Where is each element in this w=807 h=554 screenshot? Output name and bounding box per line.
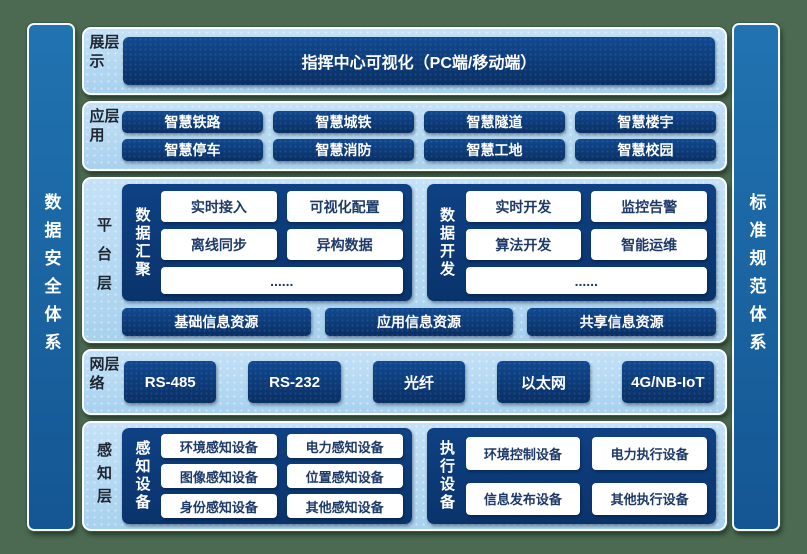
display-layer-content: 指挥中心可视化（PC端/移动端）: [122, 34, 716, 88]
agg-button-offline-sync: 离线同步: [161, 229, 277, 260]
sense-button-environment: 环境感知设备: [161, 434, 277, 458]
exec-button-info-publishing: 信息发布设备: [465, 482, 581, 515]
data-aggregation-title: 数据汇聚: [133, 206, 151, 279]
resource-button-shared-info: 共享信息资源: [527, 308, 716, 336]
sensing-devices-box: 感知设备 环境感知设备 电力感知设备 图像感知设备 位置感知设备 身份感知设备 …: [122, 428, 412, 524]
network-layer-content: RS-485 RS-232 光纤 以太网 4G/NB-IoT: [122, 356, 716, 408]
dev-button-monitor-alert: 监控告警: [591, 191, 707, 222]
network-button-4g-nb-iot: 4G/NB-IoT: [621, 361, 715, 403]
exec-button-other-execution: 其他执行设备: [592, 482, 707, 515]
network-button-rs485: RS-485: [124, 361, 217, 403]
agg-button-heterogeneous-data: 异构数据: [286, 229, 403, 260]
platform-layer-label: 平台层: [95, 216, 112, 304]
network-button-fiber: 光纤: [372, 361, 466, 403]
dev-button-intelligent-ops: 智能运维: [591, 229, 707, 260]
app-button-smart-tunnel: 智慧隧道: [424, 111, 565, 133]
application-layer-content: 智慧铁路 智慧城铁 智慧隧道 智慧楼宇 智慧停车 智慧消防 智慧工地 智慧校园: [122, 108, 716, 164]
data-development-title: 数据开发: [438, 206, 455, 279]
network-button-ethernet: 以太网: [497, 361, 590, 403]
app-button-smart-firefighting: 智慧消防: [273, 139, 414, 161]
application-layer-panel: 应用层 智慧铁路 智慧城铁 智慧隧道 智慧楼宇 智慧停车 智慧消防 智慧工地 智…: [82, 101, 727, 171]
app-button-smart-building: 智慧楼宇: [575, 111, 716, 133]
agg-button-more: ......: [161, 267, 403, 294]
execution-devices-title: 执行设备: [438, 440, 455, 512]
sense-button-identity: 身份感知设备: [161, 494, 277, 518]
agg-button-visual-config: 可视化配置: [286, 191, 403, 222]
data-development-box: 数据开发 实时开发 监控告警 算法开发 智能运维 ......: [426, 184, 716, 301]
platform-layer-content: 数据汇聚 实时接入 可视化配置 离线同步 异构数据 ...... 数据开发 实时…: [122, 184, 716, 336]
execution-devices-box: 执行设备 环境控制设备 电力执行设备 信息发布设备 其他执行设备: [426, 428, 716, 524]
display-layer-panel: 展示层 指挥中心可视化（PC端/移动端）: [82, 27, 727, 95]
sense-button-power: 电力感知设备: [286, 434, 403, 458]
app-button-smart-campus: 智慧校园: [575, 139, 716, 161]
network-button-rs232: RS-232: [248, 361, 341, 403]
sense-button-image: 图像感知设备: [161, 464, 277, 488]
layers-column: 展示层 指挥中心可视化（PC端/移动端） 应用层 智慧铁路 智慧城铁 智慧隧道 …: [82, 27, 727, 531]
app-button-smart-worksite: 智慧工地: [424, 139, 565, 161]
agg-button-realtime-access: 实时接入: [161, 191, 277, 222]
sensing-devices-grid: 环境感知设备 电力感知设备 图像感知设备 位置感知设备 身份感知设备 其他感知设…: [161, 434, 403, 518]
data-development-grid: 实时开发 监控告警 算法开发 智能运维 ......: [465, 191, 707, 294]
resource-button-basic-info: 基础信息资源: [122, 308, 311, 336]
application-layer-label: 应用层: [87, 108, 120, 146]
sensing-devices-title: 感知设备: [133, 440, 151, 512]
information-resources-row: 基础信息资源 应用信息资源 共享信息资源: [122, 308, 716, 336]
app-button-smart-railway: 智慧铁路: [122, 111, 263, 133]
standards-sidebar: 标准规范体系: [732, 23, 780, 531]
display-layer-label: 展示层: [87, 34, 120, 72]
resource-button-application-info: 应用信息资源: [324, 308, 514, 336]
platform-groups: 数据汇聚 实时接入 可视化配置 离线同步 异构数据 ...... 数据开发 实时…: [122, 184, 716, 301]
exec-button-environment-control: 环境控制设备: [465, 437, 581, 470]
data-aggregation-grid: 实时接入 可视化配置 离线同步 异构数据 ......: [161, 191, 403, 294]
exec-button-power-execution: 电力执行设备: [592, 437, 707, 470]
perception-layer-content: 感知设备 环境感知设备 电力感知设备 图像感知设备 位置感知设备 身份感知设备 …: [122, 428, 716, 524]
platform-layer-panel: 平台层 数据汇聚 实时接入 可视化配置 离线同步 异构数据 ......: [82, 177, 727, 343]
sense-button-location: 位置感知设备: [286, 464, 403, 488]
app-button-smart-metro: 智慧城铁: [273, 111, 414, 133]
network-layer-panel: 网络层 RS-485 RS-232 光纤 以太网 4G/NB-IoT: [82, 349, 727, 415]
execution-devices-grid: 环境控制设备 电力执行设备 信息发布设备 其他执行设备: [465, 434, 707, 518]
dev-button-algorithm-dev: 算法开发: [465, 229, 582, 260]
data-security-sidebar: 数据安全体系: [27, 23, 75, 531]
network-layer-label: 网络层: [87, 356, 120, 394]
sense-button-other: 其他感知设备: [286, 494, 403, 518]
dev-button-more: ......: [465, 267, 707, 294]
command-center-visualization-button: 指挥中心可视化（PC端/移动端）: [123, 37, 715, 85]
standards-label: 标准规范体系: [746, 193, 766, 361]
data-security-label: 数据安全体系: [41, 193, 61, 361]
perception-layer-panel: 感知层 感知设备 环境感知设备 电力感知设备 图像感知设备 位置感知设备 身份感…: [82, 421, 727, 531]
dev-button-realtime-dev: 实时开发: [465, 191, 582, 222]
data-aggregation-box: 数据汇聚 实时接入 可视化配置 离线同步 异构数据 ......: [122, 184, 412, 301]
app-button-smart-parking: 智慧停车: [122, 139, 263, 161]
perception-layer-label: 感知层: [95, 441, 112, 511]
